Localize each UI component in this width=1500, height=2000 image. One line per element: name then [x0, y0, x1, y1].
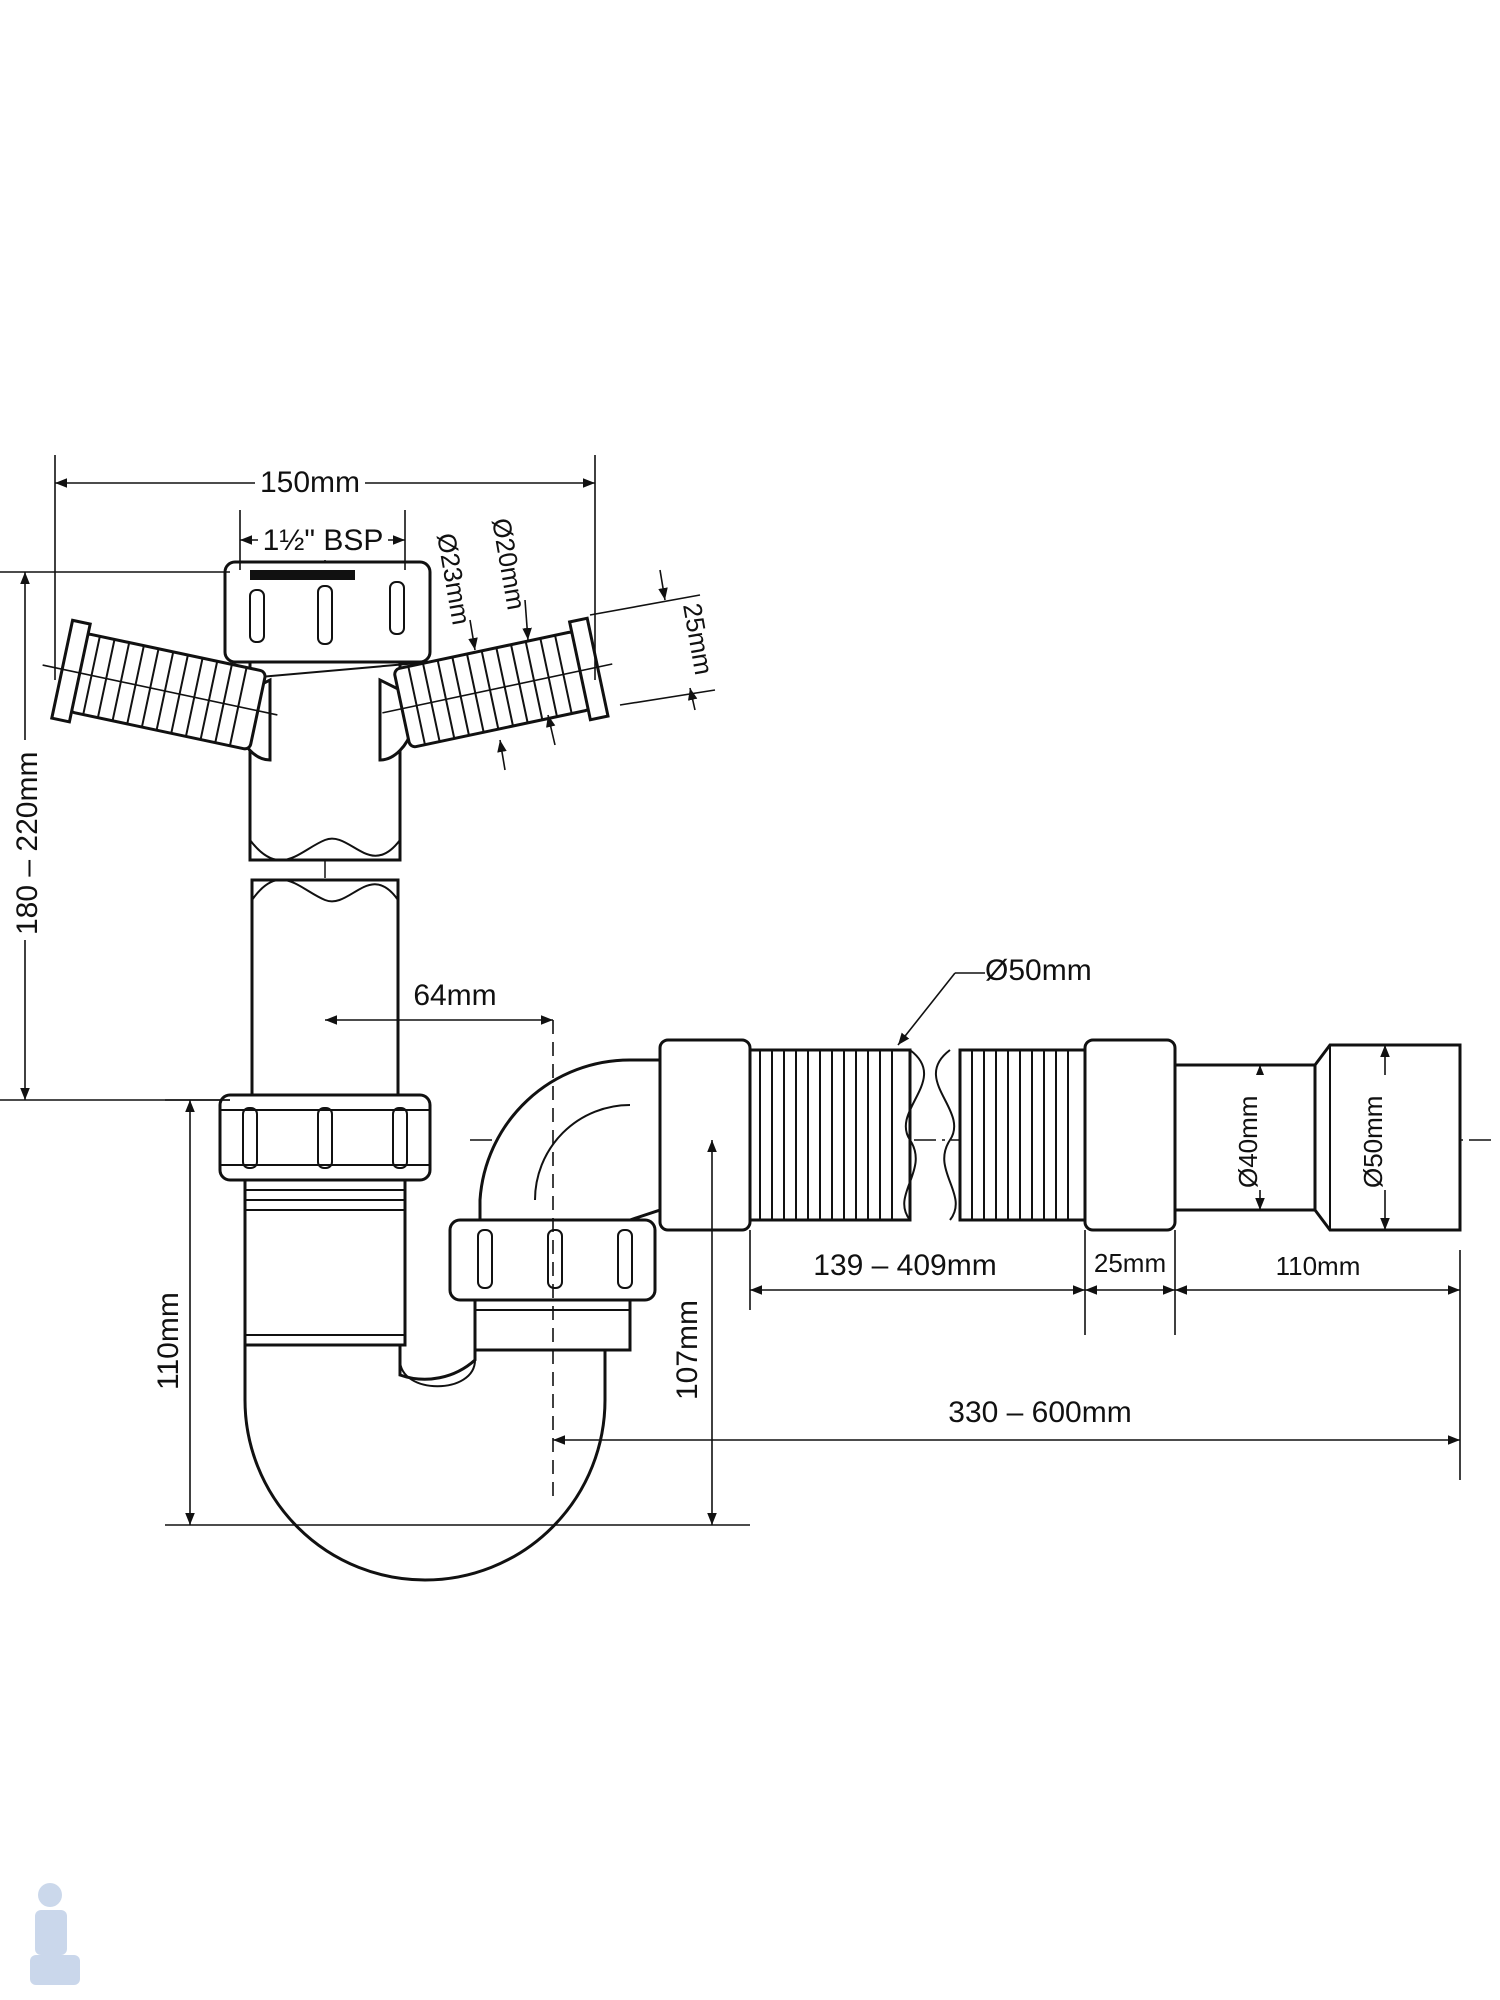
label-height-range: 180 – 220mm	[11, 752, 44, 935]
label-d23: Ø23mm	[431, 531, 477, 627]
label-outlet-height: 107mm	[671, 1300, 704, 1400]
flex-hose	[658, 1038, 1462, 1232]
label-spigot: 25mm	[677, 601, 719, 677]
label-flex-length: 139 – 409mm	[813, 1249, 996, 1282]
dimension-labels: 150mm 1½" BSP Ø23mm Ø20mm 25mm 180 – 220…	[6, 462, 1391, 1429]
label-width-total: 150mm	[260, 466, 360, 499]
label-socket-length: 25mm	[1094, 1248, 1166, 1278]
label-outlet-length: 110mm	[1276, 1251, 1361, 1281]
label-d50-outlet: Ø50mm	[1358, 1096, 1388, 1188]
vertical-pipe	[250, 878, 400, 1102]
left-branch-hose	[42, 618, 278, 751]
label-offset: 64mm	[413, 979, 496, 1012]
label-d40-outlet: Ø40mm	[1233, 1096, 1263, 1188]
tee-connector	[223, 560, 432, 862]
label-bsp: 1½" BSP	[263, 524, 384, 557]
dimension-lines	[0, 455, 1461, 1526]
trap-body	[218, 1058, 662, 1582]
right-branch-hose	[382, 616, 613, 749]
plumber-watermark-icon	[30, 1883, 80, 1985]
label-total-length: 330 – 600mm	[948, 1396, 1131, 1429]
label-flex-diameter: Ø50mm	[985, 954, 1092, 987]
label-d20: Ø20mm	[486, 516, 532, 612]
label-trap-depth: 110mm	[152, 1292, 185, 1390]
